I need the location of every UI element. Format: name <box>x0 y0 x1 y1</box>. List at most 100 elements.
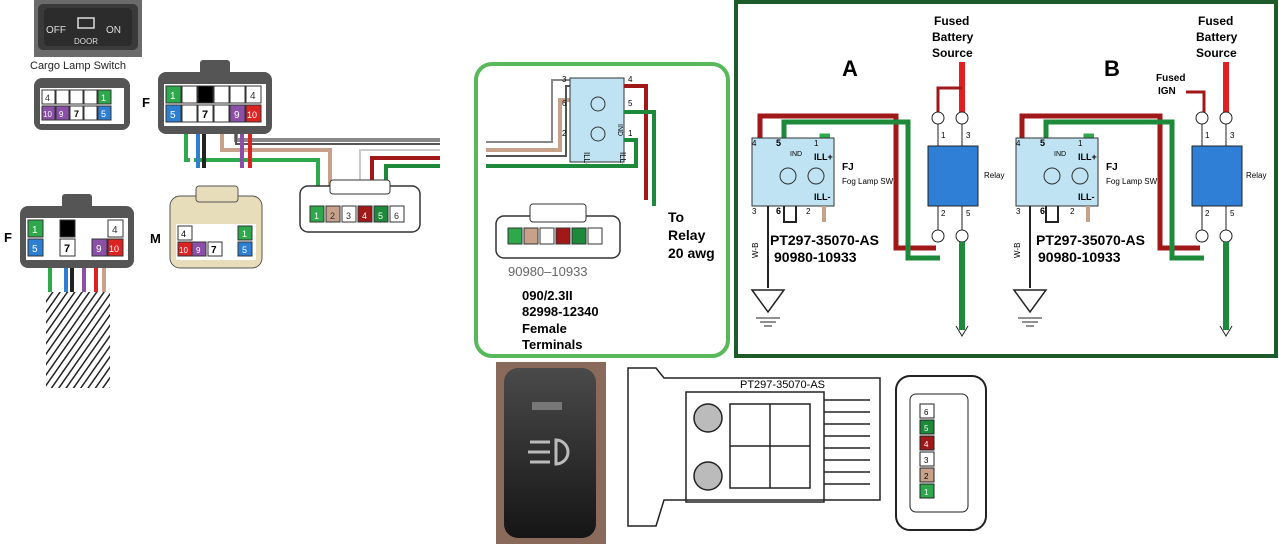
wire-bundle-sleeve <box>46 292 110 388</box>
pin-label: 6 <box>776 206 781 216</box>
pin-label: 1 <box>628 129 633 138</box>
pin-label: 4 <box>628 75 633 84</box>
pin-label: 5 <box>378 211 383 221</box>
pin-label: 7 <box>64 243 70 255</box>
to-relay-label: 20 awg <box>668 245 715 261</box>
pin-label: 1 <box>314 211 319 221</box>
pin-label: 3 <box>346 211 351 221</box>
pin-label: 10 <box>109 244 119 254</box>
pin-label: 5 <box>32 244 38 255</box>
connector-f-top: F 1 4 5 10 7 9 <box>142 60 272 134</box>
terminal-line: 090/2.3II <box>522 288 573 303</box>
part-number-label: 90980-10933 <box>774 249 857 265</box>
ill-plus-label: ILL+ <box>814 152 833 162</box>
pin-label: 3 <box>1016 207 1021 216</box>
pin-label: 2 <box>1070 207 1075 216</box>
pin-label: 6 <box>562 99 567 108</box>
pin-label: 1 <box>814 139 819 148</box>
to-relay-label: Relay <box>668 227 706 243</box>
part-number-label: 90980-10933 <box>1038 249 1121 265</box>
left-harness <box>48 268 106 292</box>
circuit-a-title: A <box>842 56 858 81</box>
pin-label: 1 <box>101 93 106 103</box>
wb-label: W-B <box>751 243 760 258</box>
pin-label: 5 <box>924 424 929 433</box>
pin-label: 3 <box>562 75 567 84</box>
fog-lamp-label: Fog Lamp SW <box>1106 177 1158 186</box>
connector-label: F <box>4 230 12 245</box>
ind-label: IND <box>1054 151 1066 158</box>
ill-plus-label: ILL+ <box>1078 152 1097 162</box>
cargo-switch-caption: Cargo Lamp Switch <box>30 60 126 72</box>
pin-label: 2 <box>330 211 335 221</box>
pin-label: 3 <box>1230 131 1235 140</box>
pin-label: 3 <box>966 131 971 140</box>
connector-label: M <box>150 231 161 246</box>
pin-label: 5 <box>242 245 247 255</box>
ill-minus-label: ILL- <box>1078 192 1095 202</box>
harness-wires <box>184 134 440 186</box>
part-number-label: PT297-35070-AS <box>1036 232 1145 248</box>
fused-battery-label: Fused <box>934 14 969 28</box>
pin-label: 10 <box>43 110 52 119</box>
panel-part-number: 90980–10933 <box>508 264 588 279</box>
fj-label: FJ <box>842 162 854 173</box>
connector-f-left: F 1 4 5 10 7 9 <box>4 194 134 268</box>
pin-label: 2 <box>924 472 929 481</box>
pin-label: 1 <box>1205 131 1210 140</box>
ind-label: IND <box>616 124 623 136</box>
pin-label: 4 <box>924 440 929 449</box>
pin-label: 3 <box>752 207 757 216</box>
pin-label: 4 <box>362 211 367 221</box>
connector-label: F <box>142 95 150 110</box>
terminal-line: Female <box>522 321 567 336</box>
ground-icon <box>750 289 786 314</box>
fused-battery-label: Fused <box>1198 14 1233 28</box>
switch-door-label: DOOR <box>74 37 98 46</box>
panel-switch: IND ILL- ILL+ 3 6 2 4 5 1 <box>486 75 656 206</box>
vehicle-icon <box>77 17 95 29</box>
pin-label: 1 <box>1078 139 1083 148</box>
switch-connector-side-view: 6 5 4 3 2 1 <box>895 375 987 531</box>
pin-label: 10 <box>179 246 188 255</box>
circuit-a: A Fused Battery Source IND ILL+ ILL- 4 5… <box>750 14 1004 337</box>
pin-label: 9 <box>234 110 240 121</box>
ground-icon <box>1012 289 1048 314</box>
connector-small-left: 4 1 10 9 7 5 <box>34 78 130 130</box>
ill-plus-label: ILL+ <box>618 152 627 168</box>
switch-off-label: OFF <box>46 25 66 36</box>
terminal-line: Terminals <box>522 337 582 352</box>
pin-label: 9 <box>196 246 201 255</box>
pin-label: 2 <box>941 209 946 218</box>
pin-label: 5 <box>1040 138 1045 148</box>
pin-label: 5 <box>628 99 633 108</box>
relay-label: Relay <box>1246 171 1266 180</box>
fj-label: FJ <box>1106 162 1118 173</box>
wb-label: W-B <box>1013 243 1022 258</box>
pin-label: 4 <box>1016 139 1021 148</box>
part-number-label: PT297-35070-AS <box>770 232 879 248</box>
pin-label: 4 <box>112 225 118 236</box>
pin-label: 9 <box>59 110 64 119</box>
pin-label: 7 <box>74 109 79 119</box>
pin-label: 4 <box>250 91 256 102</box>
fog-lamp-label: Fog Lamp SW <box>842 177 894 186</box>
drawing-part-label: PT297-35070-AS <box>740 379 825 391</box>
pin-label: 1 <box>941 131 946 140</box>
relay-label: Relay <box>984 171 1004 180</box>
ill-minus-label: ILL- <box>582 152 591 166</box>
pin-label: 5 <box>966 209 971 218</box>
pin-label: 9 <box>96 244 102 255</box>
switch-mechanical-drawing <box>627 367 881 527</box>
fused-battery-label: Battery <box>932 30 974 44</box>
fog-button-photo <box>496 362 606 544</box>
pin-label: 2 <box>1205 209 1210 218</box>
pin-label: 4 <box>181 229 186 239</box>
fused-battery-label: Source <box>932 46 973 60</box>
fused-ign-label: IGN <box>1158 86 1176 97</box>
connector-m: M 4 1 10 9 7 5 <box>150 185 263 269</box>
pin-label: 7 <box>211 245 217 256</box>
to-relay-label: To <box>668 209 684 225</box>
